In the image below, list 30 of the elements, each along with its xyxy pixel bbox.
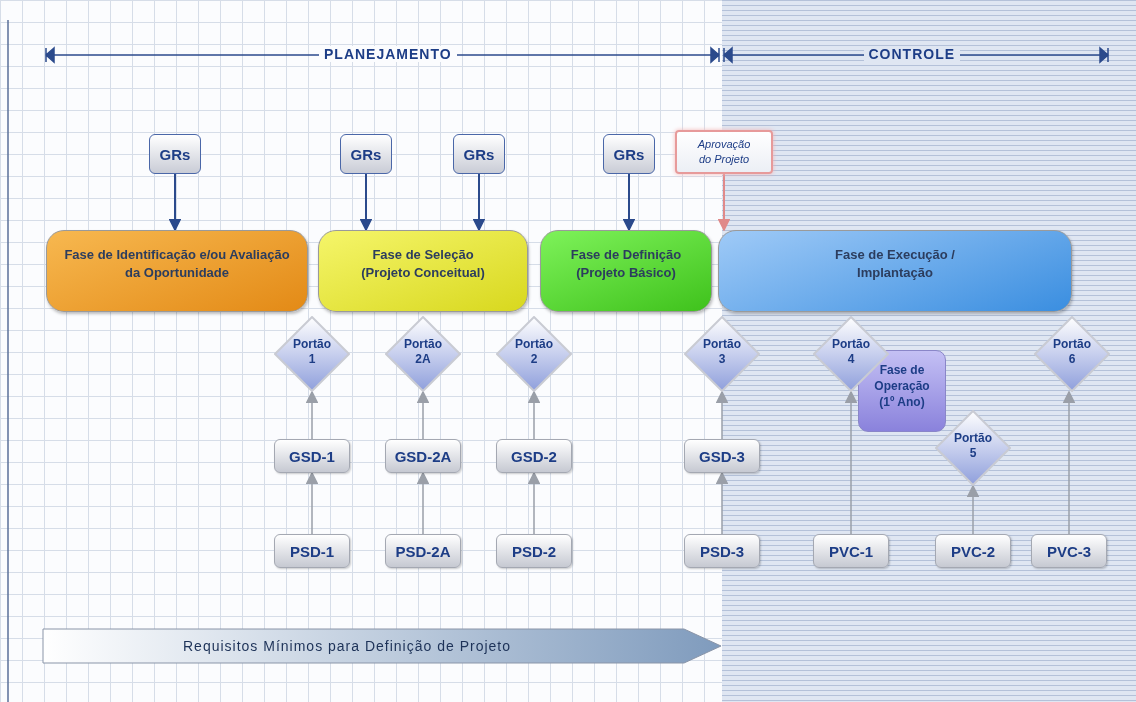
gate-diamond: Portão 6	[1034, 316, 1110, 392]
requirement-box: GRs	[453, 134, 505, 174]
document-box: GSD-2A	[385, 439, 461, 473]
phase-box: Fase de Definição (Projeto Básico)	[540, 230, 712, 312]
document-box: PVC-3	[1031, 534, 1107, 568]
gate-diamond: Portão 2A	[385, 316, 461, 392]
approval-box: Aprovação do Projeto	[675, 130, 773, 174]
requirement-box: GRs	[149, 134, 201, 174]
document-box: PSD-3	[684, 534, 760, 568]
document-box: GSD-3	[684, 439, 760, 473]
phase-box: Fase de Operação (1º Ano)	[858, 350, 946, 432]
gate-diamond: Portão 2	[496, 316, 572, 392]
gate-diamond: Portão 1	[274, 316, 350, 392]
document-box: GSD-1	[274, 439, 350, 473]
gate-diamond: Portão 3	[684, 316, 760, 392]
phase-box: Fase de Execução / Implantação	[718, 230, 1072, 312]
gate-diamond: Portão 5	[935, 410, 1011, 486]
document-box: PSD-2A	[385, 534, 461, 568]
section-label: CONTROLE	[863, 46, 961, 62]
section-label: PLANEJAMENTO	[319, 46, 457, 62]
phase-box: Fase de Seleção (Projeto Conceitual)	[318, 230, 528, 312]
document-box: GSD-2	[496, 439, 572, 473]
document-box: PSD-2	[496, 534, 572, 568]
phase-box: Fase de Identificação e/ou Avaliação da Oportunidade	[46, 230, 308, 312]
requirement-box: GRs	[603, 134, 655, 174]
requirement-box: GRs	[340, 134, 392, 174]
document-box: PSD-1	[274, 534, 350, 568]
document-box: PVC-1	[813, 534, 889, 568]
requirements-arrow-band: Requisitos Mínimos para Definição de Projeto	[42, 628, 722, 664]
document-box: PVC-2	[935, 534, 1011, 568]
